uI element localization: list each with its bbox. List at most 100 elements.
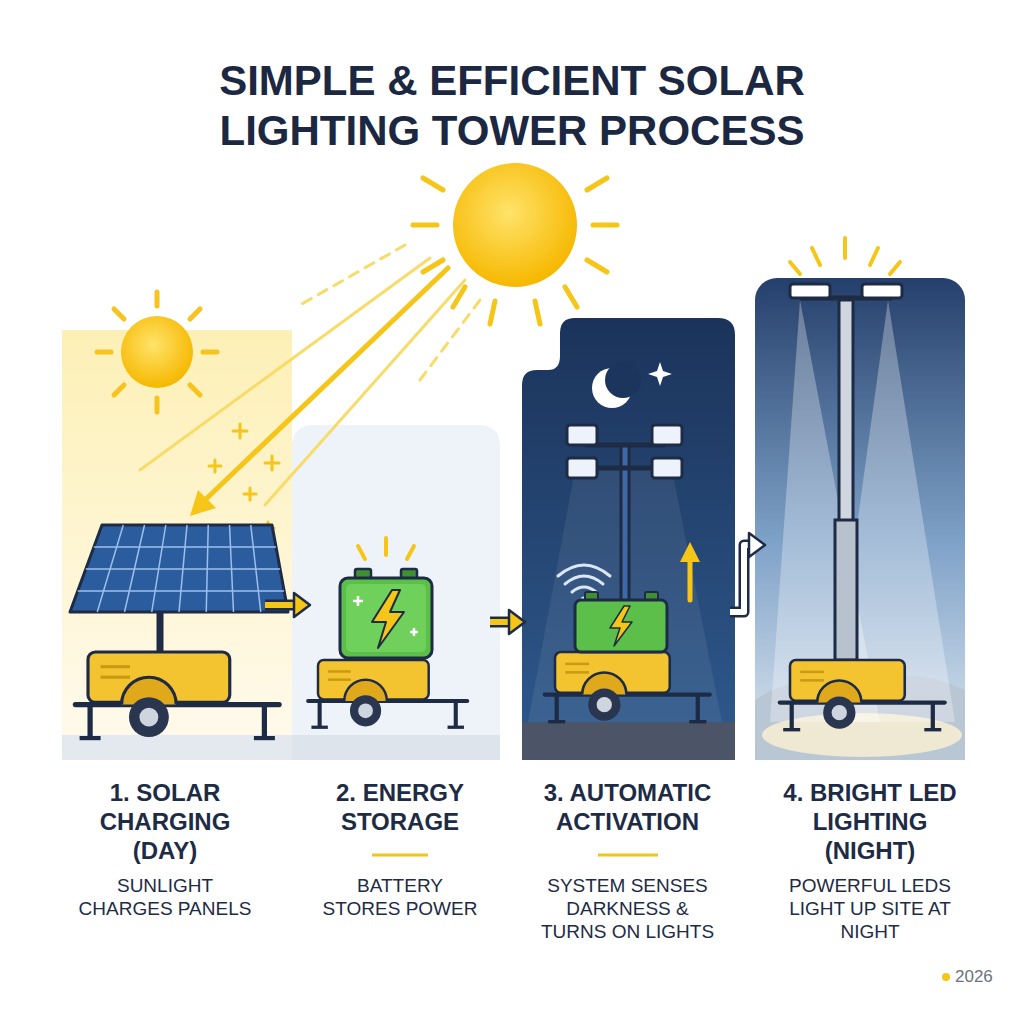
lighting-tower [780,660,945,730]
lighting-tower [870,248,878,265]
solar-trailer [125,525,145,612]
activation-scene [648,362,672,386]
panel-backgrounds [62,330,292,760]
sun [593,223,617,228]
small-sun [155,292,160,306]
flow-arrow [265,593,310,617]
activation-scene [652,458,682,478]
battery-trailer [358,546,365,559]
flow-arrow-head [509,610,525,634]
battery-trailer [372,590,404,648]
solar-trailer [70,525,288,612]
activation-scene [565,576,603,584]
sun [535,301,540,324]
step-panel: 2. ENERGY STORAGEBATTERY STORES POWER [310,300,490,960]
lighting-tower [770,238,955,730]
solar-trailer [230,525,234,612]
small-sun [155,398,160,412]
sun [490,301,495,324]
panel-backgrounds [62,278,965,760]
lighting-tower [890,262,900,274]
activation-scene [567,458,597,478]
solar-trailer [97,525,123,612]
sun [423,178,443,190]
activation-scene [567,425,597,445]
small-sun [97,292,217,412]
battery-trailer [407,546,414,559]
flow-arrow [490,610,525,634]
footer-dot [942,973,950,981]
battery-trailer [346,584,426,652]
small-sun [97,292,217,412]
activation-scene [610,606,632,646]
flow-arrow-outline [730,545,751,612]
step-description: BATTERY STORES POWER [319,874,481,920]
year-note: 2026 [955,967,993,987]
panel-backgrounds [522,318,735,760]
activation-scene [558,565,610,576]
lighting-tower [843,238,847,258]
panel-backgrounds [522,722,735,760]
panel-backgrounds [755,278,965,760]
sun-beams [205,268,448,500]
panel-backgrounds [292,425,500,760]
sun [587,178,607,190]
sun-beams [265,456,279,470]
sun-beams [420,300,480,380]
heading-dividers [372,854,658,857]
activation-scene [575,600,667,652]
step-heading: 2. ENERGY STORAGE [310,778,490,874]
solar-trailer [70,525,288,738]
small-sun [114,385,124,395]
step-description: SUNLIGHT CHARGES PANELS [73,874,258,920]
step-panel: 3. AUTOMATIC ACTIVATIONSYSTEM SENSES DAR… [525,300,730,960]
solar-trailer [78,525,284,612]
sun-beams [140,245,480,534]
lighting-tower [790,262,800,274]
activation-scene [652,425,682,445]
flow-arrow-outline [265,600,296,611]
solar-trailer [251,525,261,612]
heading-dividers [598,854,658,857]
flow-arrow-body [265,602,296,608]
small-sun [97,350,111,355]
sun-beams [244,488,256,500]
step-heading: 3. AUTOMATIC ACTIVATION [525,778,730,874]
flow-arrow [730,533,765,612]
activation-scene [680,542,700,562]
heading-dividers [372,854,428,857]
sun-beams [190,490,216,516]
lighting-tower [862,284,902,298]
lighting-tower [835,520,857,660]
activation-scene [558,565,610,592]
diagram-title: SIMPLE & EFFICIENT SOLAR LIGHTING TOWER … [112,56,912,156]
step-description: POWERFUL LEDS LIGHT UP SITE AT NIGHT [788,874,952,943]
solar-trailer [157,608,164,654]
sun [587,260,607,272]
small-sun [190,385,200,395]
solar-trailer [152,525,166,612]
activation-scene [528,362,722,722]
flow-arrow-body [490,619,511,625]
lighting-tower [812,248,820,265]
step-description: SYSTEM SENSES DARKNESS & TURNS ON LIGHTS [537,874,719,943]
sun-beams [233,424,247,438]
solar-trailer [179,525,187,612]
sun [413,223,437,228]
flow-arrow-outline [490,617,511,628]
activation-scene [605,362,641,398]
solar-trailer [75,652,279,738]
battery-trailer [353,596,363,606]
sun [565,287,577,307]
small-sun [190,309,200,319]
sun-beams [265,280,465,505]
battery-trailer [353,596,418,636]
battery-trailer [308,538,467,727]
activation-scene [688,560,693,600]
solar-trailer [206,525,208,612]
small-sun [121,316,193,388]
step-heading: 1. SOLAR CHARGING (DAY) [65,778,265,874]
sun-beams [300,245,405,305]
lighting-tower [790,284,830,298]
